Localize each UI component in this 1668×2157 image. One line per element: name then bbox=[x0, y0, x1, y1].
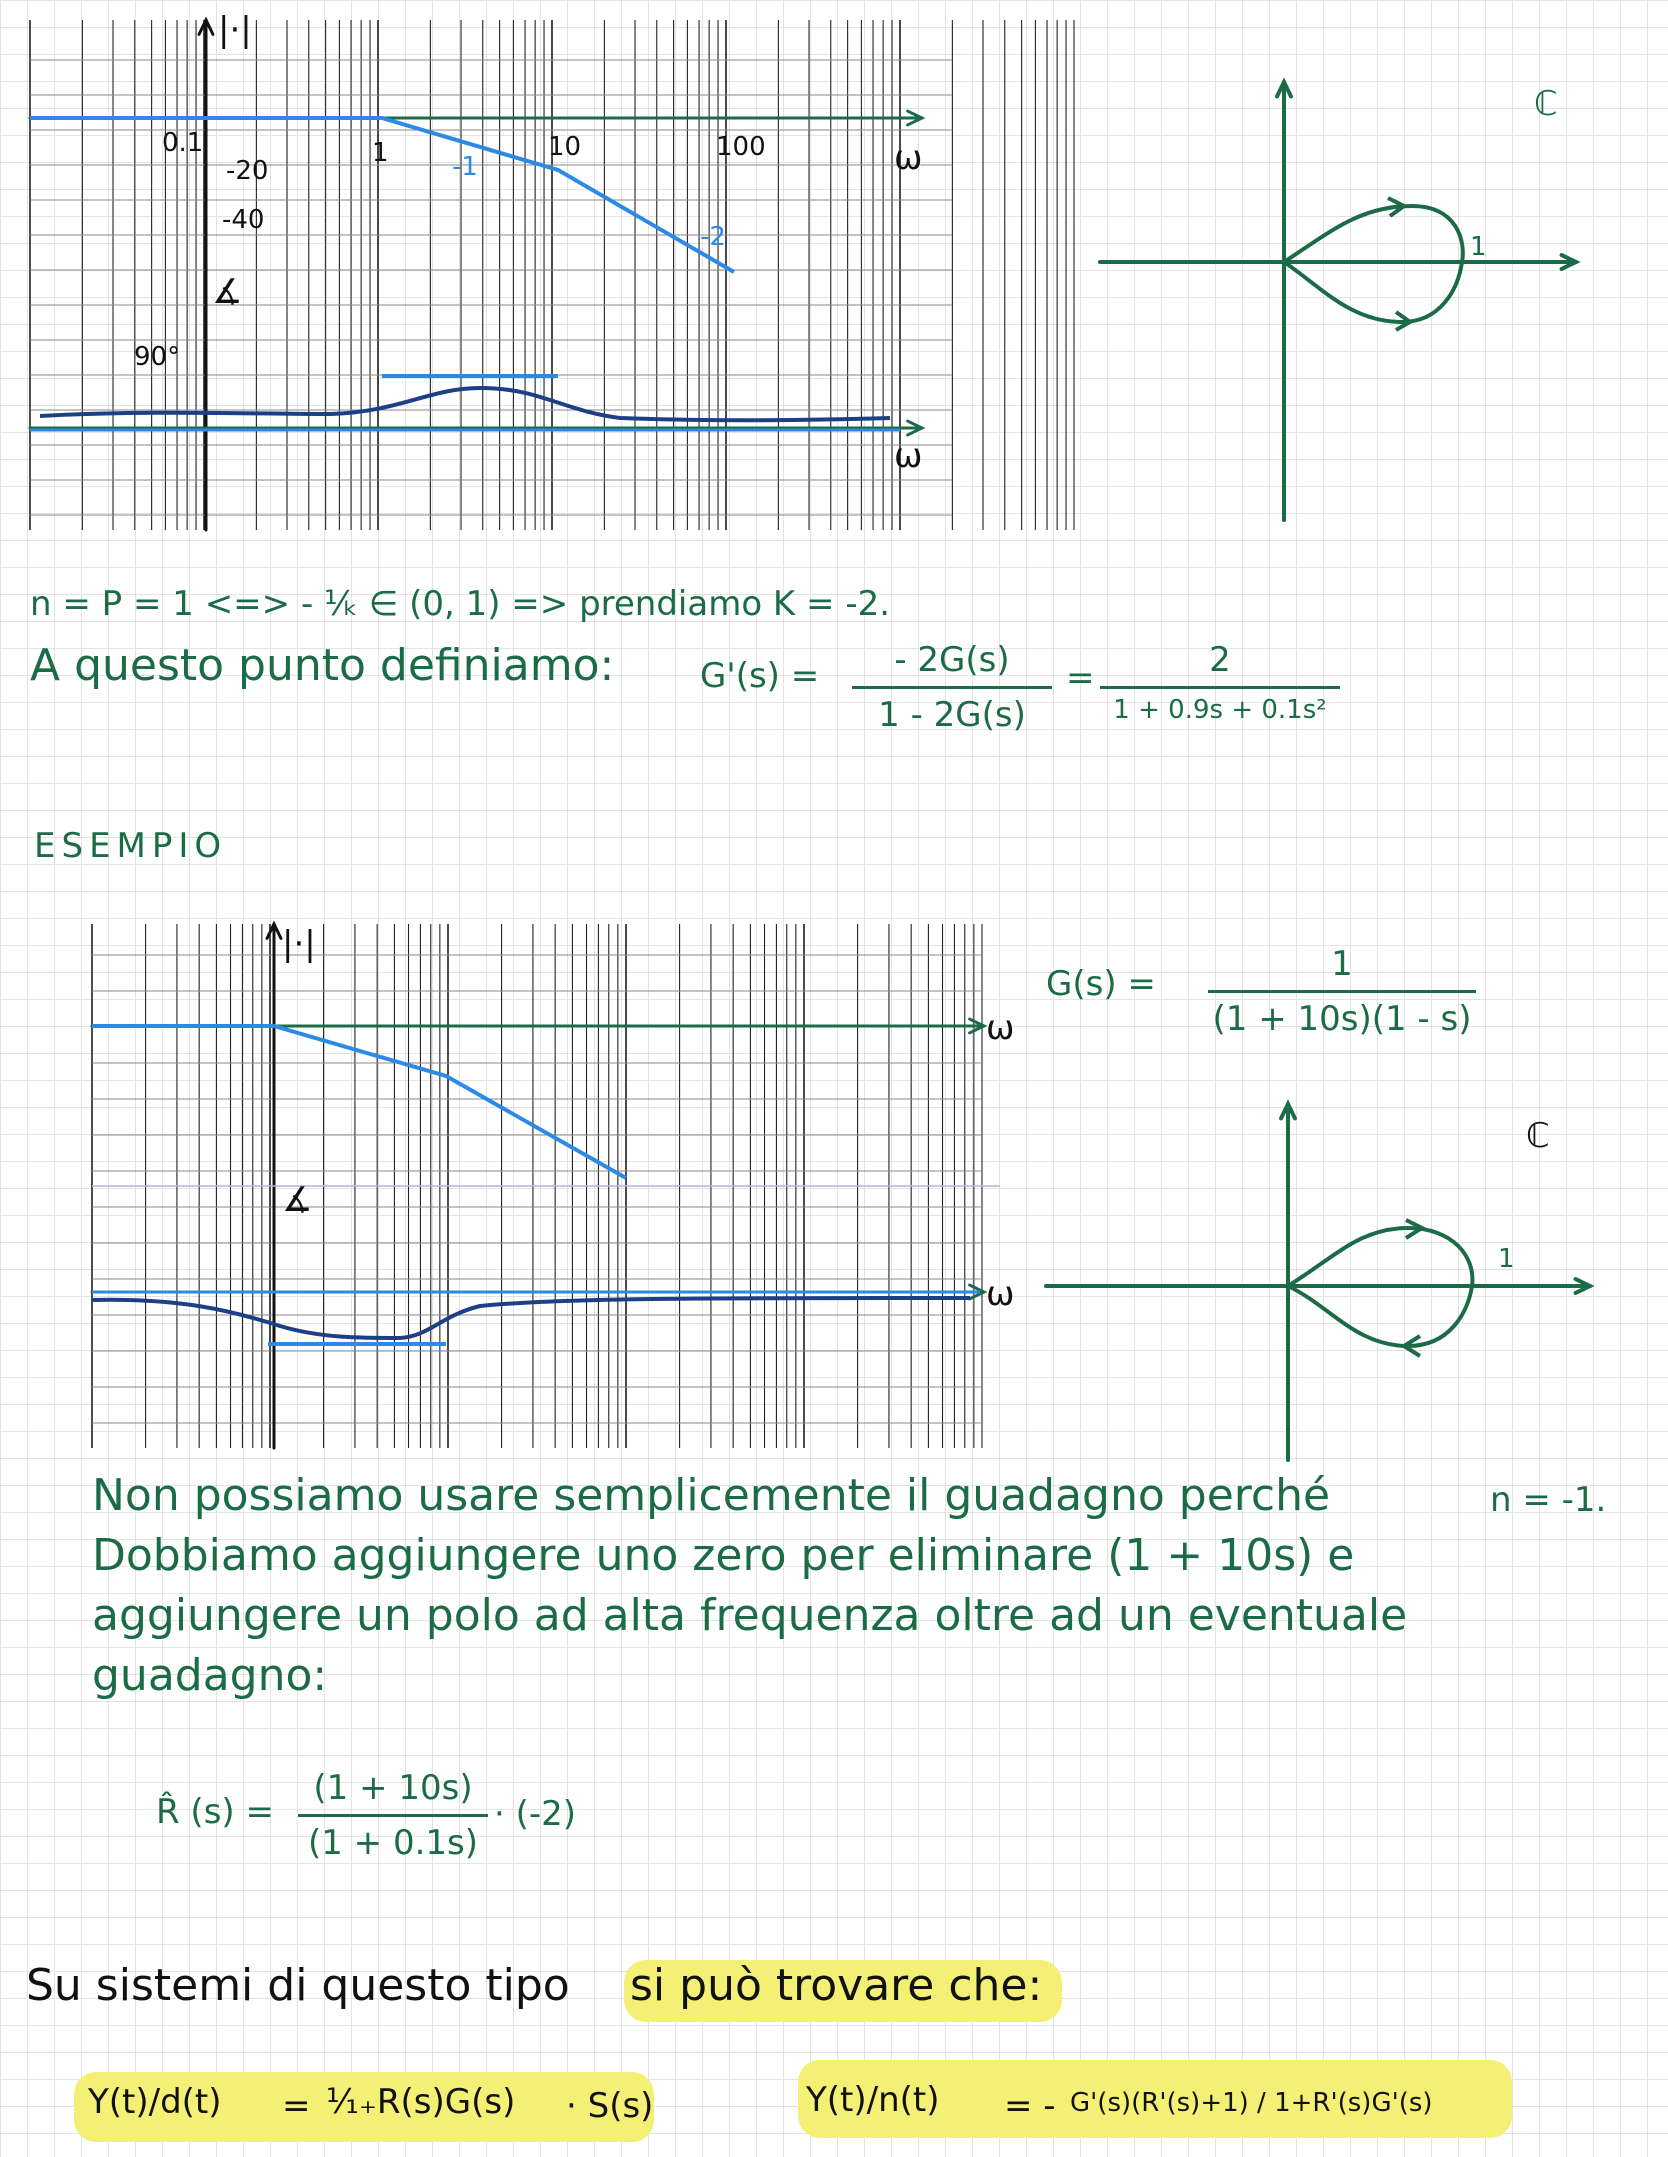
tick-label-0-1: 0.1 bbox=[162, 128, 204, 158]
bode2-vertical-axis-head bbox=[265, 920, 283, 940]
equals-sign: = bbox=[1066, 658, 1095, 698]
bode1-vertical-axis-head bbox=[197, 16, 215, 36]
explanation-n-value: n = -1. bbox=[1490, 1480, 1607, 1520]
formula-2-rhs: G'(s)(R'(s)+1) / 1+R'(s)G'(s) bbox=[1070, 2088, 1433, 2118]
gprime-denominator-1: 1 - 2G(s) bbox=[878, 695, 1026, 735]
nyquist2-imag-axis-head bbox=[1279, 1099, 1297, 1121]
formula-1-highlight bbox=[74, 2072, 654, 2142]
omega-label-phase: ω bbox=[894, 436, 923, 476]
bode1-magnitude-axis-head bbox=[906, 109, 926, 127]
tick-label-10: 10 bbox=[548, 132, 582, 162]
conclusion-prefix: Su sistemi di questo tipo bbox=[26, 1960, 570, 2011]
nyquist2-arrow-bottom bbox=[1400, 1334, 1422, 1358]
nyquist-point-label-2: 1 bbox=[1498, 1244, 1515, 1274]
phase-axis-label-2: ∡ bbox=[282, 1180, 313, 1220]
bode2-magnitude-axis-head bbox=[968, 1017, 988, 1035]
explanation-line-3: aggiungere un polo ad alta frequenza olt… bbox=[92, 1590, 1408, 1641]
definition-intro: A questo punto definiamo: bbox=[30, 640, 615, 691]
rhat-gain-factor: · (-2) bbox=[494, 1794, 577, 1834]
conclusion-highlight bbox=[624, 1960, 1062, 2022]
bode2-magnitude-asymptote bbox=[92, 1024, 627, 1180]
rhat-numerator: (1 + 10s) bbox=[313, 1768, 473, 1808]
gprime-fraction-2: 2 1 + 0.9s + 0.1s² bbox=[1100, 640, 1340, 725]
nyquist-point-label-1: 1 bbox=[1470, 232, 1487, 262]
transfer-function-fraction: 1 (1 + 10s)(1 - s) bbox=[1208, 944, 1476, 1039]
magnitude-axis-label: |·| bbox=[218, 10, 252, 50]
nyquist2-arrow-top bbox=[1404, 1218, 1427, 1240]
conclusion-highlight-text: si può trovare che: bbox=[630, 1960, 1043, 2011]
formula-2-highlight bbox=[798, 2060, 1512, 2138]
section-title-esempio: ESEMPIO bbox=[34, 826, 228, 866]
formula-2-equals: = - bbox=[1004, 2086, 1056, 2126]
transfer-denominator: (1 + 10s)(1 - s) bbox=[1212, 999, 1472, 1039]
phase-label-90: 90° bbox=[134, 342, 181, 372]
slope-label-minus-1: -1 bbox=[452, 152, 478, 182]
formula-2-lhs: Y(t)/n(t) bbox=[806, 2080, 940, 2120]
gprime-label: G'(s) = bbox=[700, 656, 820, 696]
nyquist1-arrow-top bbox=[1387, 196, 1408, 218]
rhat-label: R̂ (s) = bbox=[156, 1792, 274, 1832]
nyquist2-real-axis-head bbox=[1573, 1277, 1595, 1295]
gprime-numerator-1: - 2G(s) bbox=[894, 640, 1010, 680]
nyquist1-curve bbox=[1280, 203, 1465, 325]
omega-label-mag-2: ω bbox=[986, 1008, 1015, 1048]
nyquist1-arrow-bottom bbox=[1394, 310, 1414, 332]
db-label-minus-40: -40 bbox=[222, 205, 265, 235]
explanation-line-4: guadagno: bbox=[92, 1650, 328, 1701]
transfer-numerator: 1 bbox=[1331, 944, 1353, 984]
formula-1-tail: · S(s) bbox=[566, 2086, 654, 2126]
gprime-fraction-1: - 2G(s) 1 - 2G(s) bbox=[852, 640, 1052, 735]
phase-axis-label: ∡ bbox=[212, 272, 243, 312]
gprime-numerator-2: 2 bbox=[1209, 640, 1231, 680]
bode1-phase-axis-head bbox=[906, 419, 926, 437]
slope-label-minus-2: -2 bbox=[700, 222, 726, 252]
explanation-line-1: Non possiamo usare semplicemente il guad… bbox=[92, 1470, 1331, 1521]
omega-label-phase-2: ω bbox=[986, 1274, 1015, 1314]
tick-label-100: 100 bbox=[716, 132, 766, 162]
bode1-magnitude-asymptote bbox=[30, 116, 736, 274]
magnitude-axis-label-2: |·| bbox=[282, 924, 316, 964]
bode2-phase-axis-head bbox=[968, 1283, 988, 1301]
db-label-minus-20: -20 bbox=[226, 156, 269, 186]
nyquist1-imag-axis-head bbox=[1275, 77, 1293, 99]
formula-1-lhs: Y(t)/d(t) bbox=[88, 2082, 222, 2122]
complex-plane-label-2: ℂ bbox=[1526, 1116, 1550, 1156]
bode2-phase-curve bbox=[91, 1296, 971, 1341]
bode1-phase-curve bbox=[39, 385, 891, 423]
gprime-denominator-2: 1 + 0.9s + 0.1s² bbox=[1113, 695, 1327, 725]
rhat-fraction: (1 + 10s) (1 + 0.1s) bbox=[298, 1768, 488, 1863]
nyquist1-real-axis-head bbox=[1559, 253, 1581, 271]
explanation-line-2: Dobbiamo aggiungere uno zero per elimina… bbox=[92, 1530, 1355, 1581]
formula-1-equals: = bbox=[282, 2086, 311, 2126]
omega-label-mag: ω bbox=[894, 138, 923, 178]
rhat-denominator: (1 + 0.1s) bbox=[307, 1823, 479, 1863]
transfer-function-label: G(s) = bbox=[1046, 964, 1156, 1004]
tick-label-1: 1 bbox=[372, 138, 389, 168]
complex-plane-label-1: ℂ bbox=[1534, 84, 1558, 124]
nyquist2-curve bbox=[1283, 1225, 1475, 1349]
stability-condition-line: n = P = 1 <=> - ¹⁄ₖ ∈ (0, 1) => prendiam… bbox=[30, 584, 891, 624]
formula-1-rhs: ¹⁄₁₊R(s)G(s) bbox=[326, 2082, 516, 2122]
